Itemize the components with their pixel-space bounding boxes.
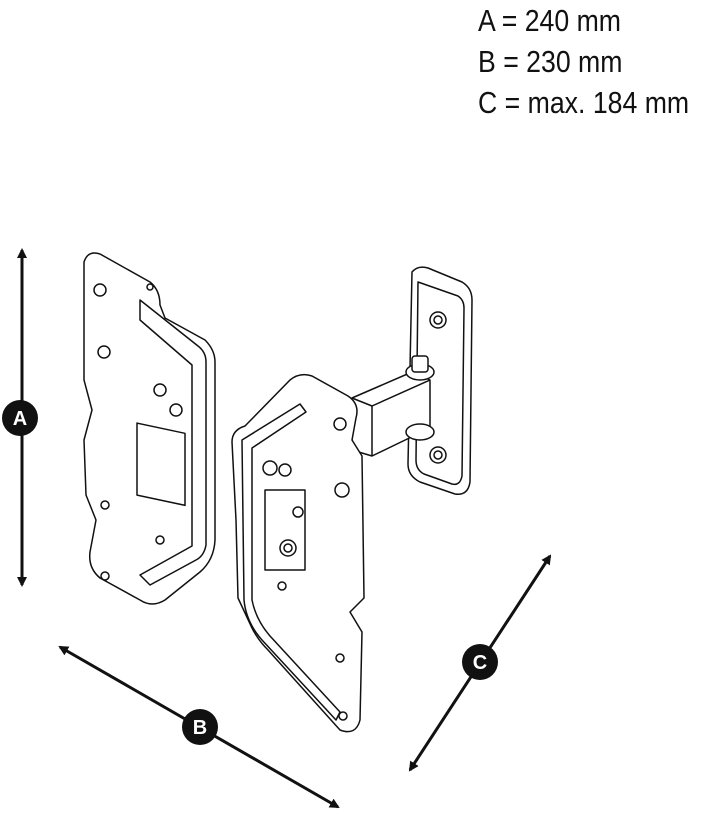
arrow-b: B	[58, 645, 340, 809]
arrow-a: A	[2, 248, 38, 587]
label-a-circle	[2, 400, 38, 436]
dimension-a: A = 240 mm	[478, 3, 622, 38]
label-b: B	[193, 717, 207, 739]
label-b-circle	[182, 709, 218, 745]
label-c: C	[473, 652, 487, 674]
vesa-plate-back	[83, 252, 216, 605]
dimension-b: B = 230 mm	[478, 44, 623, 79]
vesa-plate-front	[231, 373, 365, 733]
arrow-c: C	[408, 554, 552, 772]
label-a: A	[13, 408, 27, 430]
dimension-c: C = max. 184 mm	[478, 85, 690, 120]
label-c-circle	[462, 644, 498, 680]
dimension-list: A = 240 mm B = 230 mm C = max. 184 mm	[478, 0, 720, 123]
